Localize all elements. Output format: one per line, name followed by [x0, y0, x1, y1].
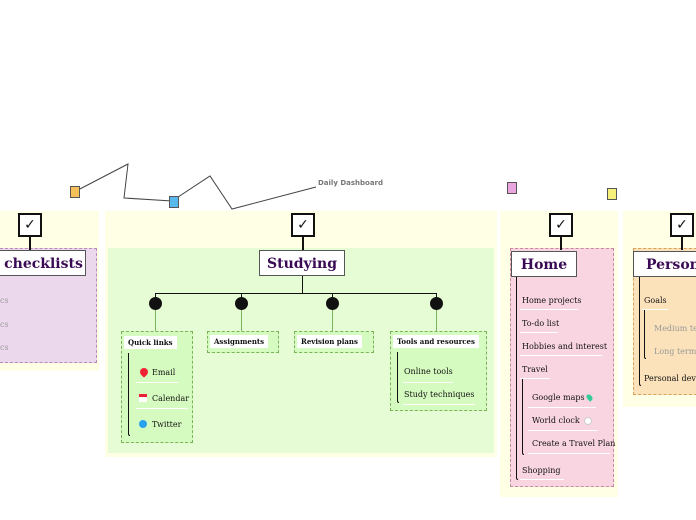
- dashboard-title: Daily Dashboard: [318, 179, 384, 187]
- hobbies-item[interactable]: Hobbies and interest: [522, 342, 608, 351]
- personal-panel: ✓ Persona Goals Medium te Long term Pers…: [623, 211, 696, 407]
- travel-plan-item[interactable]: Create a Travel Plan: [532, 439, 616, 448]
- todo-list-item[interactable]: To-do list: [522, 319, 560, 328]
- travel-item[interactable]: Travel: [522, 365, 548, 374]
- tools-group: Tools and resources Online tools Study t…: [390, 331, 487, 411]
- assignments-header[interactable]: Assignments: [210, 335, 269, 348]
- checklists-check-icon[interactable]: ✓: [18, 213, 42, 237]
- online-tools-item[interactable]: Online tools: [404, 367, 453, 376]
- revision-plans-header[interactable]: Revision plans: [297, 335, 362, 348]
- home-check-icon[interactable]: ✓: [549, 213, 573, 237]
- note-blue-icon[interactable]: [169, 196, 179, 208]
- studying-check-icon[interactable]: ✓: [291, 213, 315, 237]
- branch-dot[interactable]: [430, 297, 443, 310]
- shopping-item[interactable]: Shopping: [522, 466, 561, 475]
- note-orange-icon[interactable]: [70, 186, 80, 198]
- branch-dot[interactable]: [149, 297, 162, 310]
- branch-dot[interactable]: [235, 297, 248, 310]
- branch-dot[interactable]: [326, 297, 339, 310]
- pin-icon: [138, 366, 150, 378]
- study-techniques-item[interactable]: Study techniques: [404, 390, 475, 399]
- twitter-link[interactable]: Twitter: [152, 420, 182, 429]
- note-pink-icon[interactable]: [507, 182, 517, 194]
- assignments-group: Assignments: [207, 331, 279, 353]
- checklists-panel: ✓ y checklists cs cs cs: [0, 211, 99, 371]
- quick-links-header[interactable]: Quick links: [124, 336, 177, 349]
- calendar-link[interactable]: Calendar: [152, 394, 190, 403]
- home-title[interactable]: Home: [511, 251, 577, 277]
- home-panel: ✓ Home Home projects To-do list Hobbies …: [500, 211, 618, 497]
- goals-item[interactable]: Goals: [644, 296, 667, 305]
- list-item[interactable]: cs: [0, 320, 9, 329]
- note-yellow-icon[interactable]: [607, 188, 617, 200]
- personal-development-item[interactable]: Personal devel: [644, 374, 696, 383]
- studying-title[interactable]: Studying: [259, 250, 345, 276]
- world-clock-item[interactable]: World clock: [532, 416, 580, 425]
- personal-title[interactable]: Persona: [633, 251, 696, 277]
- list-item[interactable]: cs: [0, 343, 9, 352]
- clock-icon: [584, 417, 592, 425]
- long-term-item[interactable]: Long term: [654, 347, 696, 356]
- home-zone: [510, 248, 614, 487]
- medium-term-item[interactable]: Medium te: [654, 324, 696, 333]
- personal-check-icon[interactable]: ✓: [670, 213, 694, 237]
- email-link[interactable]: Email: [152, 368, 176, 377]
- revision-plans-group: Revision plans: [294, 331, 374, 353]
- checklists-title[interactable]: y checklists: [0, 250, 86, 276]
- calendar-icon: [139, 394, 147, 402]
- twitter-icon: [139, 420, 147, 428]
- quick-links-group: Quick links Email Calendar Twitter: [121, 331, 193, 443]
- google-maps-item[interactable]: Google maps: [532, 393, 585, 402]
- studying-panel: ✓ Studying Quick links Email Calendar Tw…: [105, 211, 497, 457]
- tools-header[interactable]: Tools and resources: [393, 335, 479, 348]
- list-item[interactable]: cs: [0, 296, 9, 305]
- home-projects-item[interactable]: Home projects: [522, 296, 582, 305]
